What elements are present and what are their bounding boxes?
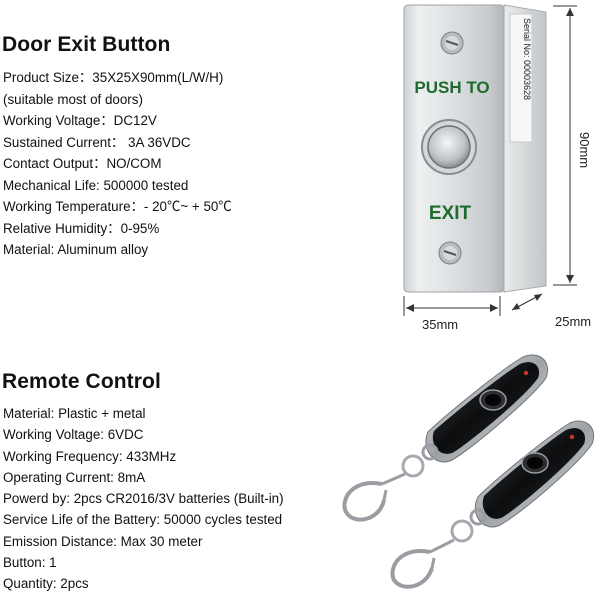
- spec-item: Operating Current: 8mA: [3, 469, 146, 485]
- spec-item: (suitable most of doors): [3, 91, 143, 107]
- remote-fob-image-1: [342, 354, 548, 522]
- door-exit-button-image: Serial No: 00003628 PUSH TO EXIT: [403, 4, 547, 293]
- door-exit-spec-list: Product Size：35X25X90mm(L/W/H) (suitable…: [3, 67, 232, 261]
- spec-item: Sustained Current： 3A 36VDC: [3, 134, 191, 150]
- spec-item: Product Size：35X25X90mm(L/W/H): [3, 70, 224, 85]
- spec-item: Working Voltage: 6VDC: [3, 427, 144, 443]
- spec-item: Emission Distance: Max 30 meter: [3, 533, 203, 549]
- remote-spec-list: Material: Plastic + metal Working Voltag…: [3, 403, 284, 595]
- remote-control-title: Remote Control: [2, 370, 161, 393]
- dimension-width: 25mm: [511, 293, 591, 329]
- spec-item: Contact Output：NO/COM: [3, 156, 162, 171]
- spec-item: Working Frequency: 433MHz: [3, 448, 177, 464]
- spec-item: Button: 1: [3, 555, 57, 571]
- spec-item: Relative Humidity：0-95%: [3, 220, 160, 236]
- spec-item: Material: Aluminum alloy: [3, 242, 149, 257]
- dimension-length: 35mm: [403, 296, 501, 332]
- push-to-label: PUSH TO: [414, 78, 489, 97]
- spec-item: Powerd by: 2pcs CR2016/3V batteries (Bui…: [3, 491, 284, 507]
- width-label: 25mm: [555, 314, 591, 329]
- remote-fob-image-2: [390, 420, 594, 589]
- spec-item: Working Temperature：- 20℃~ + 50℃: [3, 199, 232, 214]
- remote-button-icon: [521, 452, 549, 474]
- door-exit-title: Door Exit Button: [2, 33, 171, 56]
- spec-item: Working Voltage：DC12V: [3, 113, 157, 128]
- remote-button-icon: [479, 389, 507, 411]
- serial-label: Serial No: 00003628: [509, 13, 533, 143]
- spec-item: Quantity: 2pcs: [3, 576, 89, 592]
- bottom-screw-icon: [438, 241, 462, 265]
- keyring-icon: [390, 508, 487, 589]
- exit-label: EXIT: [429, 203, 472, 224]
- spec-item: Material: Plastic + metal: [3, 406, 146, 421]
- height-label: 90mm: [577, 132, 592, 168]
- spec-item: Mechanical Life: 500000 tested: [3, 177, 189, 193]
- push-button-icon: [421, 119, 477, 175]
- dimension-height: 90mm: [553, 5, 592, 286]
- spec-item: Service Life of the Battery: 50000 cycle…: [3, 512, 283, 528]
- keyring-icon: [342, 443, 439, 522]
- led-indicator-icon: [569, 434, 575, 440]
- serial-text: Serial No: 00003628: [522, 18, 532, 100]
- length-label: 35mm: [422, 317, 458, 332]
- led-indicator-icon: [523, 370, 529, 376]
- top-screw-icon: [440, 31, 464, 55]
